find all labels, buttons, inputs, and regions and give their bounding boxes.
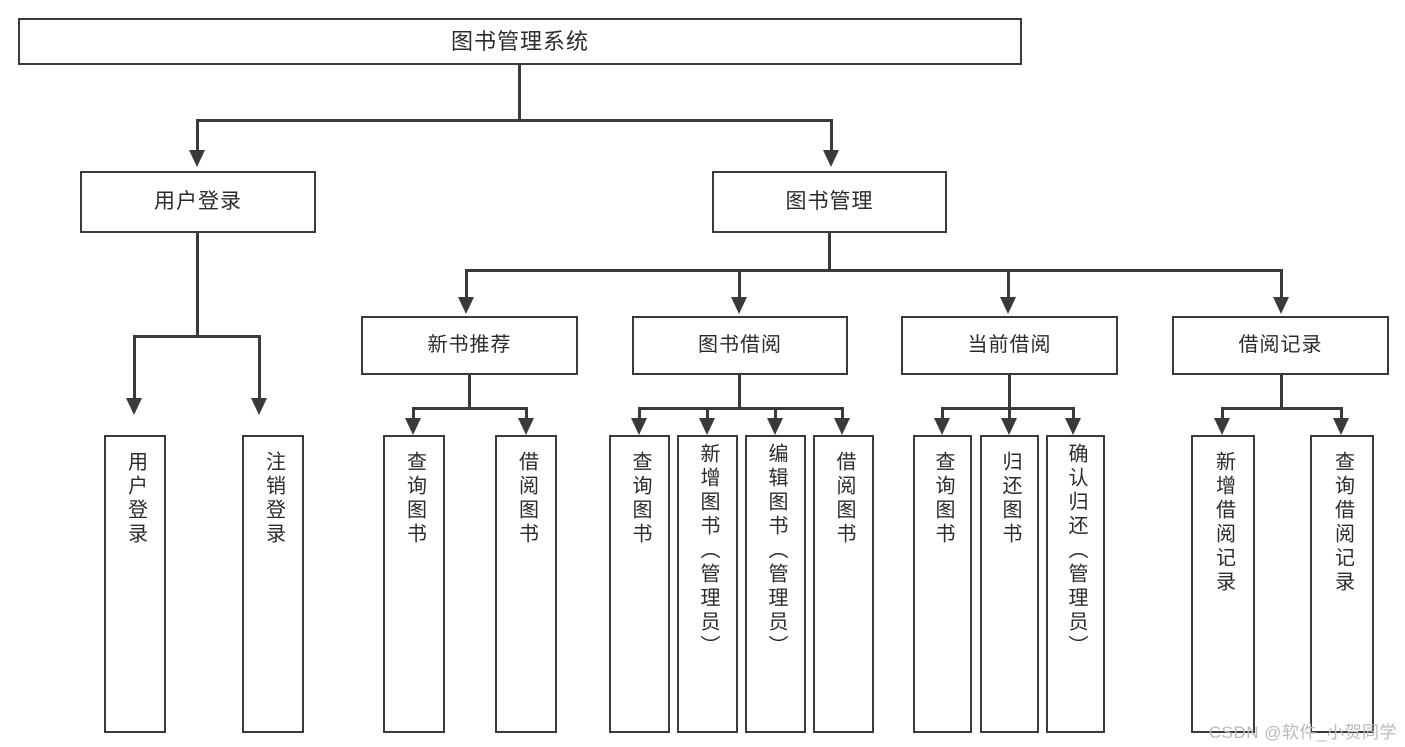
node-label: 确认归还（管理员） xyxy=(1065,443,1087,659)
leaf-book-borrow-query[interactable]: 查询图书 xyxy=(609,435,670,733)
node-root-book-management-system[interactable]: 图书管理系统 xyxy=(18,18,1022,65)
node-label: 查询图书 xyxy=(932,451,954,547)
arrowhead-leaf-cb-query xyxy=(934,418,950,435)
leaf-borrow-record-add[interactable]: 新增借阅记录 xyxy=(1191,435,1255,733)
arrowhead-leaf-cb-confirm xyxy=(1065,418,1081,435)
node-label: 用户登录 xyxy=(154,189,242,213)
connector-cb-leaf3 xyxy=(1072,407,1075,420)
node-current-borrow[interactable]: 当前借阅 xyxy=(901,316,1118,375)
arrowhead-current-borrow xyxy=(1000,297,1016,314)
arrowhead-leaf-bb-query xyxy=(631,418,647,435)
connector-to-borrow-record xyxy=(1280,269,1283,299)
arrowhead-leaf-nb-borrow xyxy=(518,418,534,435)
node-label: 查询图书 xyxy=(403,451,426,547)
arrowhead-leaf-br-add xyxy=(1214,418,1230,435)
node-label: 借阅记录 xyxy=(1238,334,1323,356)
connector-user-login-stem xyxy=(196,233,199,335)
arrowhead-new-book xyxy=(458,297,474,314)
node-label: 当前借阅 xyxy=(967,334,1052,356)
connector-new-book-stem xyxy=(468,375,471,409)
node-label: 新增图书（管理员） xyxy=(697,443,719,659)
arrowhead-leaf-nb-query xyxy=(405,418,421,435)
connector-br-leaf1 xyxy=(1221,407,1224,420)
connector-bb-leaf4 xyxy=(841,407,844,420)
connector-to-user-login xyxy=(196,119,199,152)
connector-level3-bus xyxy=(465,269,1283,272)
arrowhead-leaf-bb-edit xyxy=(767,418,783,435)
connector-user-login-bus xyxy=(133,335,261,338)
connector-borrow-record-stem xyxy=(1280,375,1283,409)
leaf-logout[interactable]: 注销登录 xyxy=(242,435,304,733)
connector-bb-leaf2 xyxy=(706,407,709,420)
node-label: 编辑图书（管理员） xyxy=(765,443,787,659)
arrowhead-leaf-bb-borrow xyxy=(834,418,850,435)
node-book-management[interactable]: 图书管理 xyxy=(712,171,947,233)
connector-new-book-bus xyxy=(412,407,528,410)
node-label: 查询图书 xyxy=(629,451,651,547)
node-label: 图书管理系统 xyxy=(450,28,589,54)
arrowhead-book-management xyxy=(823,150,839,167)
arrowhead-leaf-user-login xyxy=(126,398,142,415)
node-user-login[interactable]: 用户登录 xyxy=(80,171,316,233)
connector-to-new-book xyxy=(465,269,468,299)
connector-bb-leaf3 xyxy=(774,407,777,420)
arrowhead-user-login xyxy=(189,150,205,167)
connector-book-management-stem xyxy=(828,233,831,271)
arrowhead-book-borrow xyxy=(731,297,747,314)
node-book-borrow[interactable]: 图书借阅 xyxy=(632,316,848,375)
connector-book-borrow-stem xyxy=(738,375,741,409)
connector-current-borrow-stem xyxy=(1008,375,1011,409)
node-label: 用户登录 xyxy=(124,451,147,547)
connector-borrow-record-bus xyxy=(1221,407,1343,410)
connector-cb-leaf2 xyxy=(1008,407,1011,420)
node-label: 图书管理 xyxy=(785,189,874,213)
arrowhead-leaf-cb-return xyxy=(1001,418,1017,435)
arrowhead-leaf-logout xyxy=(251,398,267,415)
node-label: 归还图书 xyxy=(999,451,1021,547)
leaf-current-borrow-return[interactable]: 归还图书 xyxy=(980,435,1039,733)
node-label: 借阅图书 xyxy=(515,451,538,547)
connector-new-book-leaf2 xyxy=(525,407,528,420)
leaf-user-login[interactable]: 用户登录 xyxy=(104,435,166,733)
connector-user-login-leaf1 xyxy=(133,335,136,400)
leaf-borrow-record-query[interactable]: 查询借阅记录 xyxy=(1310,435,1374,733)
connector-br-leaf2 xyxy=(1340,407,1343,420)
connector-user-login-leaf2 xyxy=(258,335,261,400)
leaf-current-borrow-query[interactable]: 查询图书 xyxy=(913,435,972,733)
connector-new-book-leaf1 xyxy=(412,407,415,420)
arrowhead-leaf-bb-add xyxy=(699,418,715,435)
node-label: 查询借阅记录 xyxy=(1331,451,1354,595)
leaf-new-book-borrow[interactable]: 借阅图书 xyxy=(495,435,557,733)
node-label: 新书推荐 xyxy=(427,334,512,356)
connector-to-book-management xyxy=(830,119,833,152)
arrowhead-leaf-br-query xyxy=(1333,418,1349,435)
leaf-book-borrow-borrow[interactable]: 借阅图书 xyxy=(813,435,874,733)
leaf-new-book-query[interactable]: 查询图书 xyxy=(383,435,445,733)
node-borrow-record[interactable]: 借阅记录 xyxy=(1172,316,1389,375)
leaf-book-borrow-add[interactable]: 新增图书（管理员） xyxy=(677,435,738,733)
node-label: 新增借阅记录 xyxy=(1212,451,1235,595)
connector-bb-leaf1 xyxy=(638,407,641,420)
connector-root-stem xyxy=(518,65,521,119)
connector-cb-leaf1 xyxy=(941,407,944,420)
connector-level2-bus xyxy=(196,119,833,122)
leaf-book-borrow-edit[interactable]: 编辑图书（管理员） xyxy=(745,435,806,733)
connector-to-current-borrow xyxy=(1007,269,1010,299)
node-new-book-recommend[interactable]: 新书推荐 xyxy=(361,316,578,375)
connector-to-book-borrow xyxy=(738,269,741,299)
csdn-watermark: CSDN @软件_小贺同学 xyxy=(1208,723,1397,742)
arrowhead-borrow-record xyxy=(1273,297,1289,314)
node-label: 借阅图书 xyxy=(833,451,855,547)
node-label: 图书借阅 xyxy=(698,334,782,356)
connector-book-borrow-bus xyxy=(638,407,844,410)
node-label: 注销登录 xyxy=(262,451,285,547)
leaf-current-borrow-confirm[interactable]: 确认归还（管理员） xyxy=(1046,435,1105,733)
